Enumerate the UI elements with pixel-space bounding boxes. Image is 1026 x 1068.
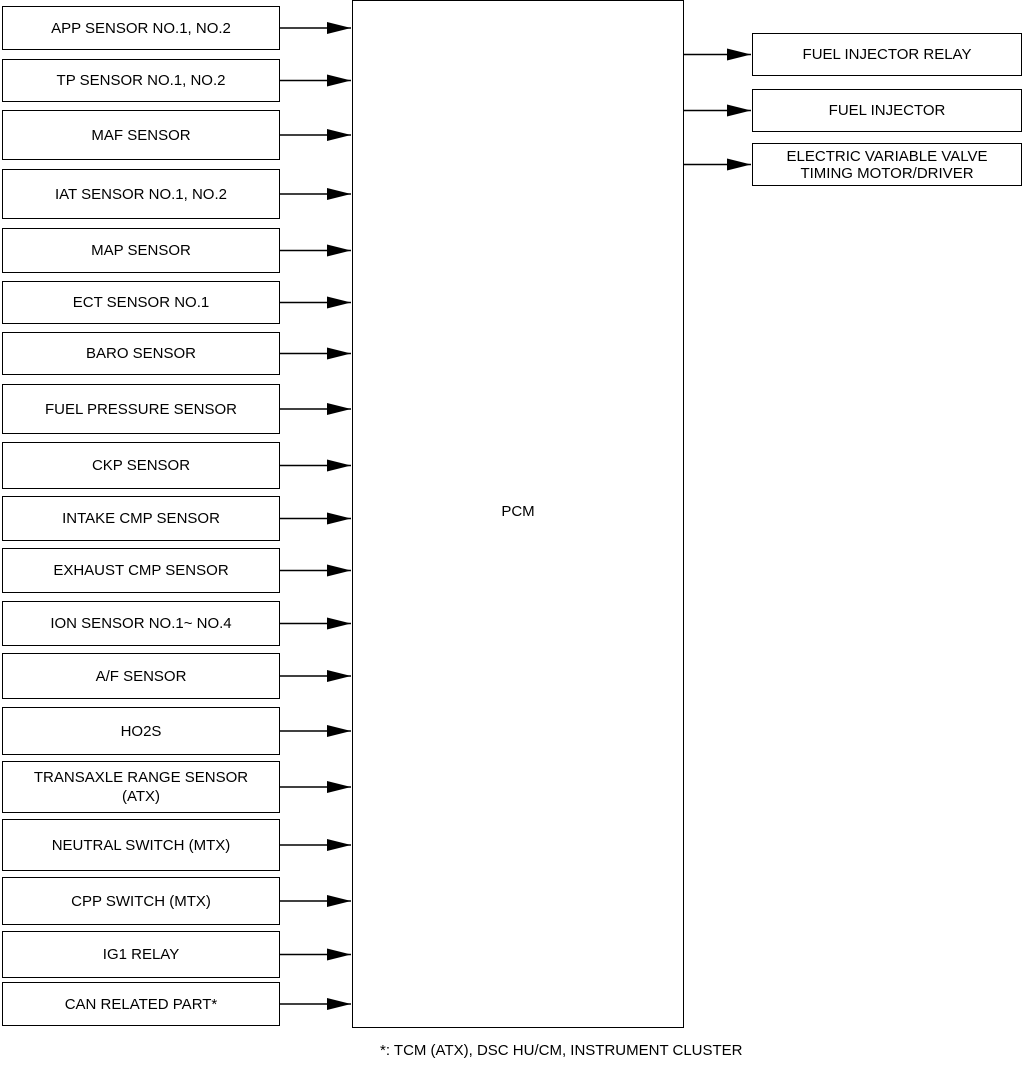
output-box: FUEL INJECTOR RELAY bbox=[752, 33, 1022, 76]
input-box: EXHAUST CMP SENSOR bbox=[2, 548, 280, 593]
input-box: ION SENSOR NO.1~ NO.4 bbox=[2, 601, 280, 646]
input-box: NEUTRAL SWITCH (MTX) bbox=[2, 819, 280, 871]
input-box: FUEL PRESSURE SENSOR bbox=[2, 384, 280, 434]
input-box: ECT SENSOR NO.1 bbox=[2, 281, 280, 324]
input-box: TP SENSOR NO.1, NO.2 bbox=[2, 59, 280, 102]
input-box: CKP SENSOR bbox=[2, 442, 280, 489]
footnote: *: TCM (ATX), DSC HU/CM, INSTRUMENT CLUS… bbox=[380, 1042, 743, 1059]
output-box: FUEL INJECTOR bbox=[752, 89, 1022, 132]
pcm-label: PCM bbox=[501, 502, 535, 520]
output-box: ELECTRIC VARIABLE VALVE TIMING MOTOR/DRI… bbox=[752, 143, 1022, 186]
input-box: CAN RELATED PART* bbox=[2, 982, 280, 1026]
pcm-box: PCM bbox=[352, 0, 684, 1028]
input-box: MAF SENSOR bbox=[2, 110, 280, 160]
input-box: IAT SENSOR NO.1, NO.2 bbox=[2, 169, 280, 219]
input-box: INTAKE CMP SENSOR bbox=[2, 496, 280, 541]
input-box: MAP SENSOR bbox=[2, 228, 280, 273]
input-box: BARO SENSOR bbox=[2, 332, 280, 375]
input-box: IG1 RELAY bbox=[2, 931, 280, 978]
input-box: TRANSAXLE RANGE SENSOR (ATX) bbox=[2, 761, 280, 813]
input-box: A/F SENSOR bbox=[2, 653, 280, 699]
input-box: CPP SWITCH (MTX) bbox=[2, 877, 280, 925]
input-box: HO2S bbox=[2, 707, 280, 755]
input-box: APP SENSOR NO.1, NO.2 bbox=[2, 6, 280, 50]
